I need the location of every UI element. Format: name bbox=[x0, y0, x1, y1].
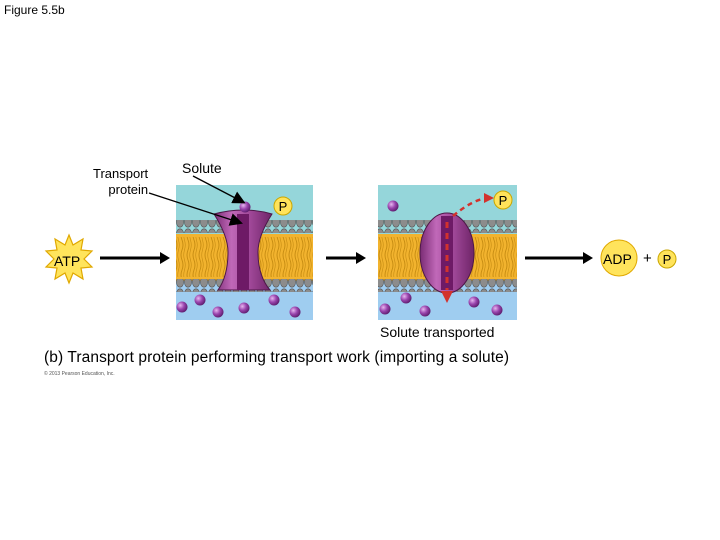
transport-protein-label: Transport protein bbox=[93, 166, 148, 198]
figure-label: Figure 5.5b bbox=[4, 3, 65, 17]
membrane-panel-after: P bbox=[378, 185, 517, 320]
transport-protein-label-line2: protein bbox=[108, 182, 149, 197]
atp-star-icon bbox=[44, 233, 94, 285]
protein-channel bbox=[441, 216, 453, 290]
solute-molecules bbox=[176, 201, 301, 318]
svg-text:P: P bbox=[279, 199, 288, 214]
adp-badge bbox=[600, 239, 638, 277]
svg-text:P: P bbox=[663, 252, 672, 267]
membrane-panel-before: P bbox=[176, 185, 313, 320]
phosphate-product: P bbox=[657, 249, 677, 269]
adp-label: ADP bbox=[603, 251, 632, 267]
plus-sign: + bbox=[643, 250, 652, 267]
solute-molecules bbox=[379, 200, 503, 317]
phosphate-group-released: P bbox=[493, 190, 513, 210]
svg-text:P: P bbox=[499, 193, 508, 208]
transport-protein-label-line1: Transport bbox=[93, 166, 149, 181]
solute-leader bbox=[192, 175, 246, 204]
figure-caption: (b) Transport protein performing transpo… bbox=[44, 349, 510, 366]
atp-label: ATP bbox=[54, 253, 81, 269]
solute-label: Solute bbox=[182, 160, 222, 176]
solute-path-arrowhead bbox=[441, 291, 453, 303]
protein-channel bbox=[237, 214, 249, 290]
copyright-notice: © 2013 Pearson Education, Inc. bbox=[44, 371, 115, 377]
phosphate-release-arrowhead bbox=[484, 193, 494, 203]
solute-transported-label: Solute transported bbox=[380, 324, 495, 340]
transport-protein-leader bbox=[148, 192, 243, 226]
phosphate-group-attached: P bbox=[273, 196, 293, 216]
